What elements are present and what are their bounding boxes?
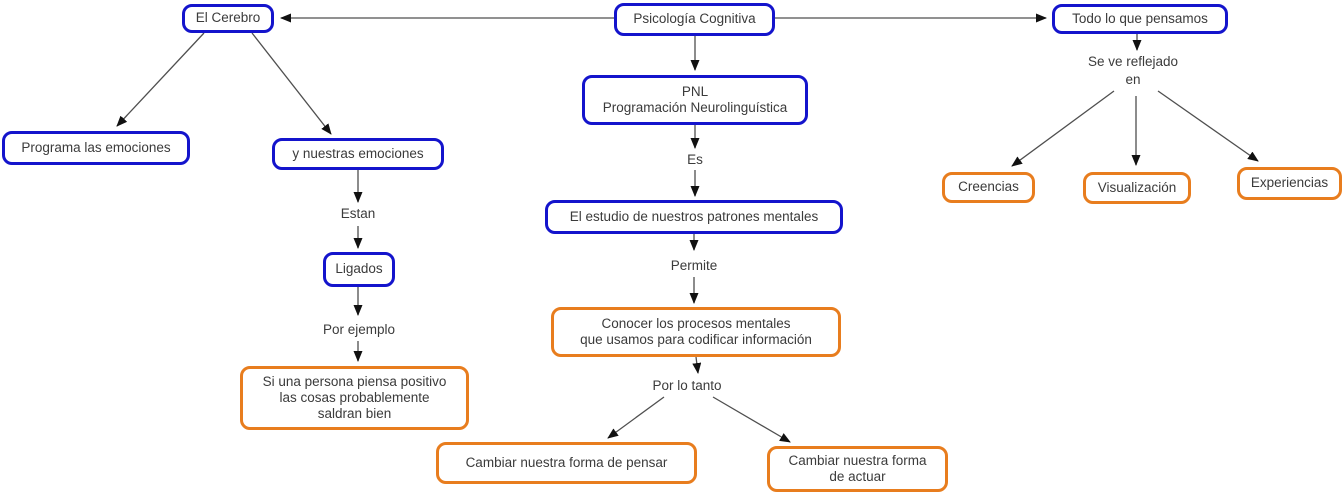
node-si-una-persona[interactable]: Si una persona piensa positivo las cosas… — [240, 366, 469, 430]
arrow-se-ve-reflejado-to-experiencias — [1157, 90, 1259, 162]
link-label-se-ve-reflejado-en[interactable]: Se ve reflejado en — [1087, 53, 1179, 87]
arrow-por-lo-tanto-to-cambiar-actuar — [712, 396, 791, 443]
arrow-conocer-to-por-lo-tanto — [692, 356, 702, 374]
link-label-por-ejemplo[interactable]: Por ejemplo — [322, 321, 396, 337]
link-label-permite[interactable]: Permite — [670, 257, 718, 273]
node-visualizacion[interactable]: Visualización — [1083, 172, 1191, 204]
arrow-el-cerebro-to-y-nuestras-emociones — [251, 32, 332, 135]
node-cambiar-pensar[interactable]: Cambiar nuestra forma de pensar — [436, 442, 697, 484]
link-label-es[interactable]: Es — [687, 151, 703, 167]
arrow-el-cerebro-to-programa-las-emociones — [116, 32, 205, 127]
node-el-cerebro[interactable]: El Cerebro — [182, 4, 274, 33]
node-y-nuestras-emociones[interactable]: y nuestras emociones — [272, 138, 444, 170]
node-ligados[interactable]: Ligados — [323, 252, 395, 287]
node-programa-las-emociones[interactable]: Programa las emociones — [2, 131, 190, 165]
node-cambiar-actuar[interactable]: Cambiar nuestra forma de actuar — [767, 446, 948, 492]
node-experiencias[interactable]: Experiencias — [1237, 167, 1342, 200]
arrow-por-lo-tanto-to-cambiar-pensar — [607, 396, 665, 439]
node-todo-lo-que-pensamos[interactable]: Todo lo que pensamos — [1052, 4, 1228, 34]
link-label-estan[interactable]: Estan — [340, 205, 376, 221]
node-conocer-procesos[interactable]: Conocer los procesos mentales que usamos… — [551, 307, 841, 357]
arrow-se-ve-reflejado-to-creencias — [1011, 90, 1115, 167]
node-pnl[interactable]: PNL Programación Neurolinguística — [582, 75, 808, 125]
node-psicologia-cognitiva[interactable]: Psicología Cognitiva — [614, 3, 775, 36]
node-creencias[interactable]: Creencias — [942, 172, 1035, 203]
node-el-estudio-patrones[interactable]: El estudio de nuestros patrones mentales — [545, 200, 843, 234]
link-label-por-lo-tanto[interactable]: Por lo tanto — [652, 377, 722, 393]
